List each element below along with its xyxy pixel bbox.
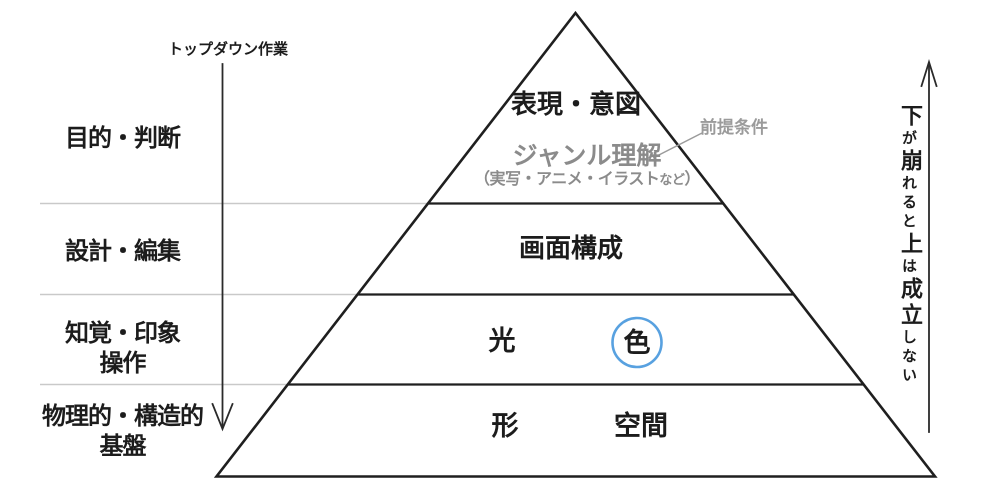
- vertical-note-char: 立: [897, 303, 922, 329]
- vertical-note-char: 上: [897, 232, 922, 258]
- genre-note-etc: など: [659, 173, 685, 188]
- left-label-line: 物理的・構造的: [42, 402, 204, 430]
- vertical-note-char: し: [900, 329, 918, 348]
- annotation-connector-line: [652, 132, 703, 159]
- vertical-note-char: れ: [900, 175, 918, 194]
- vertical-note-char: が: [900, 130, 918, 149]
- bottom-up-arrow: [920, 58, 938, 433]
- left-label-line: 操作: [99, 349, 147, 377]
- left-label-purpose-judgment: 目的・判断: [20, 123, 225, 153]
- pyramid-item-light: 光: [488, 326, 516, 357]
- genre-note-text: （実写・アニメ・イラスト: [474, 169, 660, 188]
- vertical-note-char: 下: [897, 104, 922, 130]
- vertical-note-char: 崩: [897, 149, 922, 175]
- pyramid-item-color: 色: [623, 328, 651, 359]
- pyramid-level1-title: 表現・意図: [510, 90, 641, 120]
- pyramid-item-shape: 形: [491, 411, 519, 442]
- color-highlight-circle: [611, 316, 663, 369]
- left-label-line: 知覚・印象: [65, 319, 181, 347]
- left-label-line: 目的・判断: [65, 124, 181, 152]
- vertical-note-char: 成: [897, 277, 922, 303]
- pyramid-item-space: 空間: [614, 411, 668, 442]
- top-down-axis-label: トップダウン作業: [167, 40, 288, 58]
- left-label-perception-impression: 知覚・印象 操作: [20, 318, 225, 378]
- left-label-physical-structural-base: 物理的・構造的 基盤: [20, 401, 225, 461]
- vertical-note-char: は: [900, 258, 918, 277]
- vertical-note-char: る: [900, 194, 918, 213]
- pyramid-outline: [213, 10, 938, 478]
- vertical-note-char: い: [900, 367, 918, 386]
- pyramid-level2-title: 画面構成: [518, 234, 623, 264]
- precondition-annotation: 前提条件: [700, 118, 768, 138]
- left-label-line: 設計・編集: [65, 237, 181, 265]
- vertical-note-char: な: [900, 348, 918, 367]
- left-label-line: 基盤: [99, 432, 147, 460]
- left-label-design-editing: 設計・編集: [20, 236, 225, 266]
- genre-note-close: ）: [684, 169, 700, 188]
- right-vertical-note: 下が崩れると上は成立しない: [897, 104, 922, 424]
- vertical-note-char: と: [900, 213, 918, 232]
- genre-examples-note: （実写・アニメ・イラストなど）: [437, 169, 737, 189]
- top-down-arrow: [211, 63, 234, 432]
- genre-understanding-label: ジャンル理解: [512, 141, 662, 170]
